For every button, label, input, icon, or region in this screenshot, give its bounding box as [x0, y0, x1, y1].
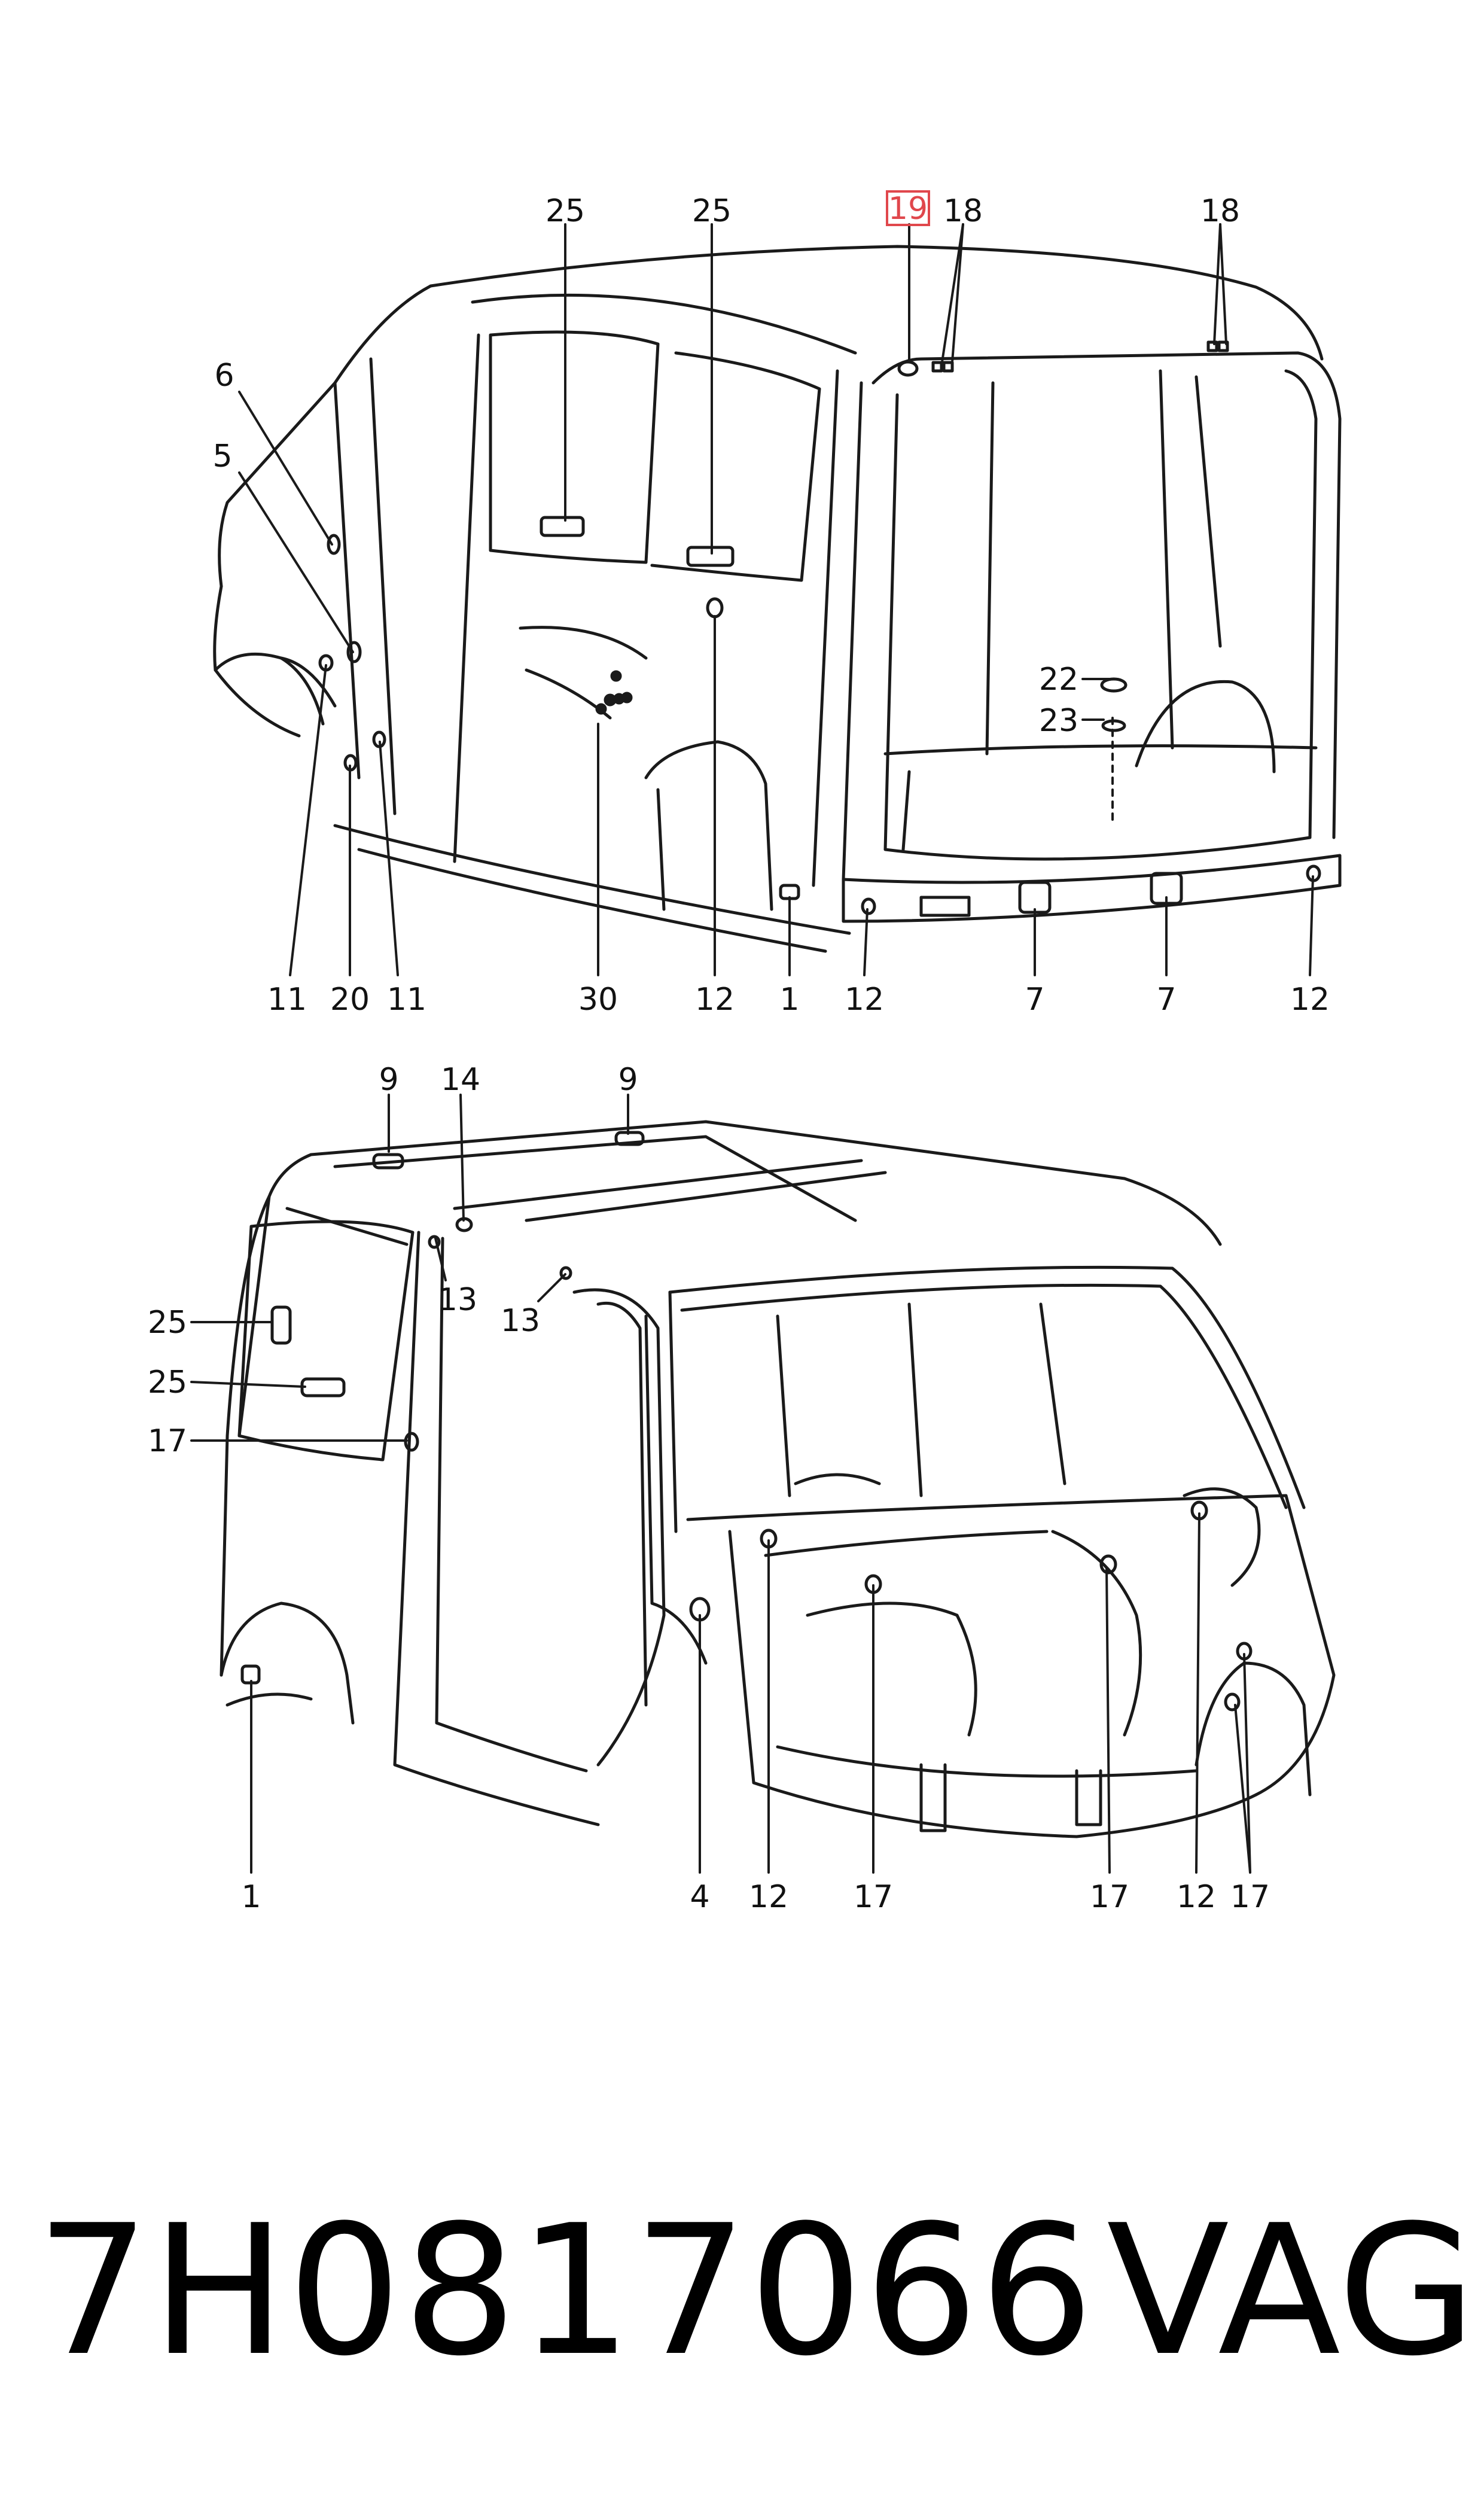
- callout-7b[interactable]: 7: [1156, 982, 1176, 1018]
- callout-25a[interactable]: 25: [546, 193, 585, 229]
- callout-18a[interactable]: 18: [943, 193, 983, 229]
- callout-25b[interactable]: 25: [692, 193, 732, 229]
- callout-19-highlighted[interactable]: 19: [888, 191, 928, 227]
- plug-1b: [240, 1664, 261, 1685]
- callout-1b[interactable]: 1: [241, 1879, 261, 1915]
- washer-23: [1101, 719, 1126, 732]
- plug-13a: [428, 1235, 441, 1249]
- plug-18b: [942, 361, 954, 373]
- callout-17a[interactable]: 17: [148, 1423, 187, 1459]
- grommet-25b: [686, 546, 735, 567]
- callout-30[interactable]: 30: [578, 982, 618, 1018]
- callout-18b[interactable]: 18: [1200, 193, 1240, 229]
- plug-4: [689, 1597, 711, 1622]
- bottom-van-body: [220, 1120, 1336, 1838]
- callout-5[interactable]: 5: [212, 439, 232, 474]
- bottom-leader-lines: [190, 1094, 1251, 1874]
- top-leader-lines: [238, 223, 1314, 976]
- plug-18a: [931, 361, 943, 373]
- callout-12e[interactable]: 12: [1177, 1879, 1216, 1915]
- plug-12b: [861, 897, 876, 915]
- callout-14[interactable]: 14: [441, 1062, 480, 1098]
- callout-17c[interactable]: 17: [1090, 1879, 1129, 1915]
- grommet-25d: [300, 1377, 346, 1397]
- plug-19: [897, 360, 919, 377]
- plug-17a: [404, 1432, 419, 1452]
- part-number: 7H0817066: [36, 2187, 1095, 2395]
- callout-1[interactable]: 1: [779, 982, 799, 1018]
- plug-9b: [614, 1131, 645, 1146]
- plug-12e: [1190, 1500, 1208, 1521]
- callout-13a[interactable]: 13: [438, 1282, 477, 1318]
- callout-12a[interactable]: 12: [695, 982, 735, 1018]
- plug-11a: [318, 654, 334, 672]
- callout-12c[interactable]: 12: [1290, 982, 1330, 1018]
- clips-30: [595, 670, 633, 715]
- bottom-callouts: 9 14 9 13 13 25 25 17 1 4 12 17 17 12 17: [148, 1062, 1270, 1915]
- callout-12d[interactable]: 12: [749, 1879, 788, 1915]
- callout-11b[interactable]: 11: [387, 982, 426, 1018]
- callout-17d[interactable]: 17: [1230, 1879, 1270, 1915]
- callout-12b[interactable]: 12: [845, 982, 884, 1018]
- top-van-body: [213, 245, 1342, 953]
- plug-17e: [1224, 1692, 1241, 1712]
- grommet-25c: [270, 1305, 292, 1345]
- plug-6: [327, 534, 341, 555]
- callout-9a[interactable]: 9: [379, 1062, 398, 1098]
- callout-17b[interactable]: 17: [854, 1879, 893, 1915]
- callout-13b[interactable]: 13: [501, 1303, 540, 1339]
- callout-23[interactable]: 23: [1039, 703, 1078, 739]
- plug-5: [346, 641, 362, 663]
- plug-14: [455, 1217, 473, 1232]
- callout-22[interactable]: 22: [1039, 662, 1078, 698]
- plug-17d: [1236, 1642, 1253, 1661]
- plug-1: [779, 884, 800, 900]
- callout-4[interactable]: 4: [690, 1879, 709, 1915]
- top-callouts: 25 25 19 18 18 6 5 22 23 11 20 11 30 12 …: [212, 191, 1330, 1018]
- plug-11b: [372, 730, 386, 748]
- top-parts: [318, 340, 1321, 915]
- callout-6[interactable]: 6: [214, 358, 234, 394]
- plug-17b: [864, 1574, 882, 1594]
- plug-18d: [1217, 340, 1229, 352]
- plug-12c: [1306, 864, 1321, 882]
- callout-20[interactable]: 20: [330, 982, 370, 1018]
- plug-9a: [372, 1153, 404, 1170]
- callout-11a[interactable]: 11: [267, 982, 307, 1018]
- plug-18c: [1206, 340, 1218, 352]
- highlight-box-19: [886, 190, 930, 226]
- plug-20: [343, 754, 358, 772]
- plug-12a: [706, 597, 724, 619]
- cap-22: [1100, 677, 1128, 693]
- callout-9b[interactable]: 9: [618, 1062, 638, 1098]
- plug-17c: [1099, 1554, 1117, 1575]
- callout-7a[interactable]: 7: [1025, 982, 1044, 1018]
- callout-25d[interactable]: 25: [148, 1365, 187, 1400]
- plug-12d: [760, 1529, 778, 1549]
- callout-25c[interactable]: 25: [148, 1305, 187, 1341]
- plug-7b: [1150, 872, 1183, 905]
- brand-name: VAG: [1107, 2187, 1477, 2395]
- plug-13b: [559, 1266, 572, 1280]
- bottom-parts: [240, 1131, 1253, 1712]
- grommet-25a: [540, 516, 585, 537]
- plug-7a: [1018, 881, 1052, 914]
